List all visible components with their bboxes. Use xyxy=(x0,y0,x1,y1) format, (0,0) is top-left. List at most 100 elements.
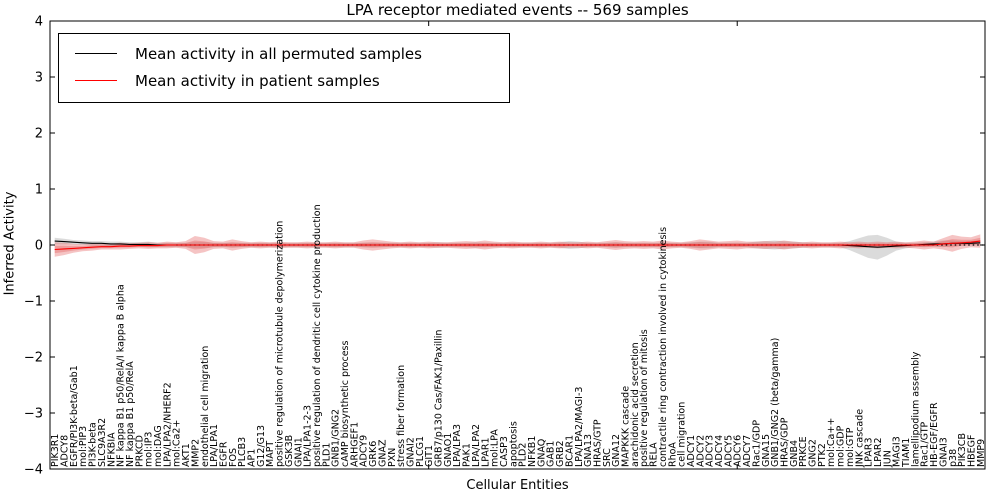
category-label: p38 xyxy=(948,449,959,467)
category-label: PLCB3 xyxy=(237,437,248,467)
category-label: contractile ring contraction involved in… xyxy=(658,227,669,467)
category-label: GNA12 xyxy=(611,434,622,467)
category-label: GNA13 xyxy=(583,434,594,467)
category-label: ADCY9 xyxy=(359,435,370,467)
category-label: LPA/LPA1 xyxy=(209,424,220,467)
category-label: NF kappa B1 p50/RelA xyxy=(125,361,136,467)
category-label: PXN xyxy=(387,448,398,467)
category-label: LPA/LPA2/NHERF2 xyxy=(162,382,173,467)
legend-entry-patient: Mean activity in patient samples xyxy=(69,67,499,94)
category-label: GRB7/p130 Cas/FAK1/Paxillin xyxy=(434,330,445,467)
category-label: RhoA xyxy=(667,442,678,467)
category-label: MMP2 xyxy=(190,439,201,467)
category-label: ADCY6 xyxy=(733,435,744,467)
category-label: HBEGF xyxy=(967,435,978,468)
category-label: ARHGEF1 xyxy=(349,422,360,467)
y-tick-label: 3 xyxy=(35,71,43,86)
category-label: PLD2 xyxy=(518,443,529,467)
legend-entry-permuted: Mean activity in all permuted samples xyxy=(69,40,499,67)
series-line-patient xyxy=(54,240,981,251)
category-label: PRKCE xyxy=(798,436,809,467)
category-label: ADCY7 xyxy=(742,435,753,467)
category-label: CASP3 xyxy=(499,436,510,467)
category-label: endothelial cell migration xyxy=(200,346,211,467)
category-label: ADCY4 xyxy=(714,435,725,467)
category-label: PLD1 xyxy=(321,443,332,467)
band-patient-activity-range xyxy=(54,234,981,257)
category-label: mol:IP3 xyxy=(144,432,155,467)
category-label: PRKCD xyxy=(134,435,145,467)
y-tick-label: −2 xyxy=(24,351,43,366)
category-label: GNAI3 xyxy=(938,437,949,467)
category-label: MMP9 xyxy=(976,439,987,467)
category-label: GAB1 xyxy=(546,441,557,467)
category-label: LPA/LPA2/MAGI-3 xyxy=(574,387,585,467)
category-label: JNK cascade xyxy=(854,409,865,468)
legend-label-permuted: Mean activity in all permuted samples xyxy=(135,44,422,63)
category-label: positive regulation of dendritic cell cy… xyxy=(312,204,323,467)
category-label: NFKB1 xyxy=(527,436,538,467)
y-tick-label: −3 xyxy=(24,407,43,422)
category-label: ADCY2 xyxy=(695,435,706,467)
category-label: AKT1 xyxy=(181,443,192,467)
legend-line-black-icon xyxy=(75,53,117,54)
category-label: LPA/LPA3 xyxy=(452,424,463,467)
category-label: GNAI1 xyxy=(293,437,304,467)
category-label: arachidonic acid secretion xyxy=(630,342,641,467)
x-axis-label: Cellular Entities xyxy=(466,478,569,493)
category-label: GRB2 xyxy=(555,440,566,467)
category-label: HRAS/GDP xyxy=(780,417,791,467)
category-label: GRK6 xyxy=(368,441,379,467)
category-label: GIT1 xyxy=(424,445,435,467)
category-label: JUN xyxy=(882,450,893,468)
category-label: cAMP biosynthetic process xyxy=(340,341,351,467)
category-label: EGFR xyxy=(219,441,230,467)
category-label: GNAI2 xyxy=(406,437,417,467)
category-label: Rac1/GTP xyxy=(920,421,931,467)
category-label: PLCG1 xyxy=(415,436,426,467)
category-label: positive regulation of mitosis xyxy=(639,329,650,467)
y-tick-label: −4 xyxy=(24,463,43,478)
category-label: MAPT xyxy=(265,441,276,467)
category-label: TIAM1 xyxy=(901,438,912,468)
category-label: positive regulation of microtubule depol… xyxy=(275,221,286,467)
y-tick-label: 2 xyxy=(35,127,43,142)
category-label: PAK1 xyxy=(462,443,473,467)
category-label: G12/G13 xyxy=(256,425,267,467)
category-label: ADCY1 xyxy=(686,435,697,467)
category-label: LPA/LPA1-2-3 xyxy=(303,405,314,467)
category-label: MAGI3 xyxy=(892,436,903,467)
category-label: PIK3CB xyxy=(957,433,968,467)
category-label: mol:Ca2+ xyxy=(172,420,183,467)
category-label: NF kappa B1 p50/RelA/I kappa B alpha xyxy=(116,284,127,467)
category-label: GNG2 xyxy=(808,439,819,467)
category-label: mol:DAG xyxy=(153,425,164,467)
category-label: ADCY5 xyxy=(723,435,734,467)
category-label: PTK2 xyxy=(817,443,828,467)
category-label: apoptosis xyxy=(508,421,519,467)
y-tick-label: 1 xyxy=(35,183,43,198)
category-label: MAPKKK cascade xyxy=(621,386,632,467)
category-label: cell migration xyxy=(677,402,688,467)
chart-title: LPA receptor mediated events -- 569 samp… xyxy=(346,1,689,19)
category-label: LPAR3 xyxy=(864,437,875,467)
category-label: ADCY8 xyxy=(60,435,71,467)
category-label: PI3K-beta xyxy=(88,422,99,467)
category-label: GNB1/GNG2 (beta/gamma) xyxy=(770,338,781,467)
category-label: ADCY3 xyxy=(705,435,716,467)
category-label: lamellipodium assembly xyxy=(910,351,921,467)
category-label: GNB1/GNG2 xyxy=(331,409,342,467)
category-label: GSK3B xyxy=(284,435,295,467)
band-permuted-activity-range xyxy=(54,234,981,260)
category-label: HRAS/GTP xyxy=(593,419,604,467)
category-label: AP1 xyxy=(247,449,258,467)
category-label: EGFR/PI3K-beta/Gab1 xyxy=(69,365,80,467)
legend: Mean activity in all permuted samples Me… xyxy=(58,33,510,103)
category-label: SRC xyxy=(602,448,613,467)
category-label: RELA xyxy=(649,442,660,467)
legend-label-patient: Mean activity in patient samples xyxy=(135,71,380,90)
category-label: mol:Ca++ xyxy=(826,418,837,467)
category-label: BCAR1 xyxy=(564,435,575,467)
